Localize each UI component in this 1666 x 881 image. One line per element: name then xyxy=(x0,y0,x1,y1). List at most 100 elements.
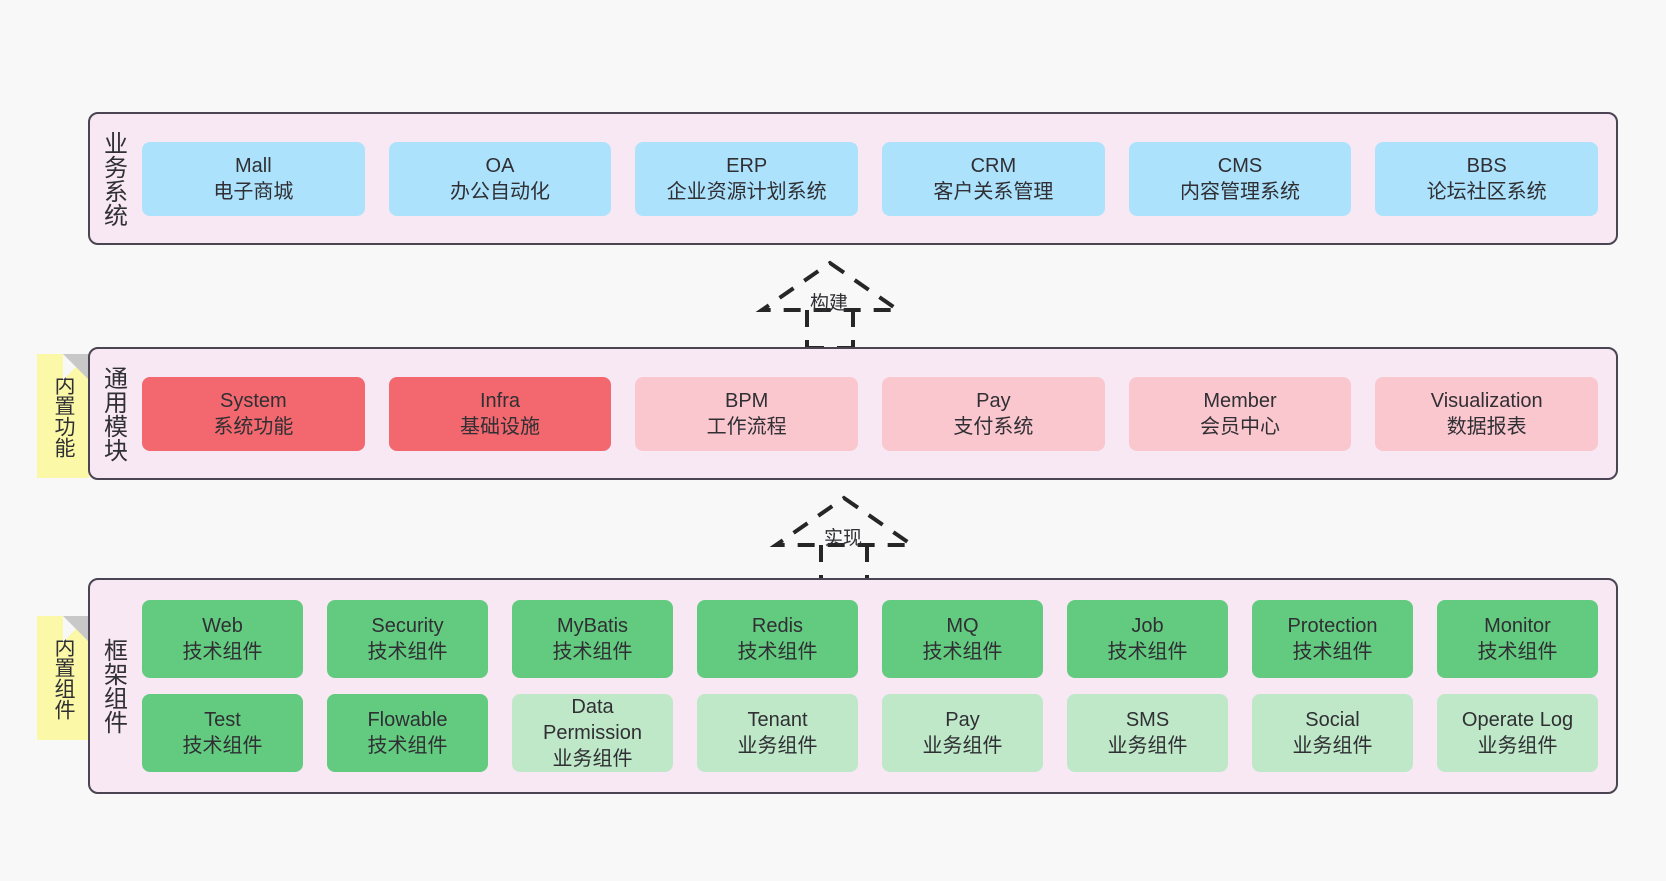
card-subtitle: 业务组件 xyxy=(737,735,818,757)
card-title: Data Permission xyxy=(543,696,642,744)
card-flowable[interactable]: Flowable 技术组件 xyxy=(327,694,488,772)
layer-body-business-system: Mall 电子商城 OA 办公自动化 ERP 企业资源计划系统 CRM 客户关系… xyxy=(134,114,1616,243)
card-social[interactable]: Social 业务组件 xyxy=(1252,694,1413,772)
card-mall[interactable]: Mall 电子商城 xyxy=(142,141,365,216)
card-subtitle: 业务组件 xyxy=(922,735,1003,757)
card-subtitle: 技术组件 xyxy=(922,641,1003,663)
card-title: Test xyxy=(204,709,241,731)
card-title: CRM xyxy=(970,154,1017,177)
card-title: System xyxy=(219,389,287,412)
card-title: Social xyxy=(1305,709,1360,731)
card-title: Pay xyxy=(976,389,1011,412)
card-web[interactable]: Web 技术组件 xyxy=(142,600,303,678)
layer-business-system: 业务系统 Mall 电子商城 OA 办公自动化 ERP 企业资源计划系统 CRM… xyxy=(88,112,1618,245)
sticky-note-builtin-feature: 内置功能 xyxy=(37,354,89,478)
card-title: Security xyxy=(371,615,444,637)
card-sms[interactable]: SMS 业务组件 xyxy=(1067,694,1228,772)
card-data-permission[interactable]: Data Permission 业务组件 xyxy=(512,694,673,772)
layer-label-business-system: 业务系统 xyxy=(99,130,127,227)
card-subtitle: 基础设施 xyxy=(460,415,540,438)
sticky-note-label: 内置功能 xyxy=(51,374,75,458)
card-oa[interactable]: OA 办公自动化 xyxy=(388,141,612,216)
connector-build: 构建 xyxy=(752,258,912,350)
layer-body-common-module: System 系统功能 Infra 基础设施 BPM 工作流程 Pay 支付系统… xyxy=(134,349,1616,478)
card-operate-log[interactable]: Operate Log 业务组件 xyxy=(1437,694,1598,772)
card-subtitle: 业务组件 xyxy=(1477,735,1558,757)
layer-label-framework-component: 框架组件 xyxy=(99,638,127,734)
card-title: Redis xyxy=(751,615,804,637)
card-cms[interactable]: CMS 内容管理系统 xyxy=(1128,141,1352,216)
card-mybatis[interactable]: MyBatis 技术组件 xyxy=(512,600,673,678)
card-redis[interactable]: Redis 技术组件 xyxy=(697,600,858,678)
card-bbs[interactable]: BBS 论坛社区系统 xyxy=(1375,141,1599,216)
card-subtitle: 电子商城 xyxy=(213,180,294,203)
layer-body-framework-component: Web 技术组件 Security 技术组件 MyBatis 技术组件 Redi… xyxy=(134,580,1616,792)
card-title: SMS xyxy=(1125,709,1170,731)
card-subtitle: 技术组件 xyxy=(552,641,633,663)
card-title: CMS xyxy=(1217,154,1263,177)
card-title: Monitor xyxy=(1484,615,1551,637)
card-infra[interactable]: Infra 基础设施 xyxy=(388,376,612,451)
layer-common-module: 通用模块 System 系统功能 Infra 基础设施 BPM 工作流程 Pay… xyxy=(88,347,1618,480)
card-subtitle: 技术组件 xyxy=(367,641,448,663)
card-row: Test 技术组件 Flowable 技术组件 Data Permission … xyxy=(142,694,1598,772)
card-subtitle: 技术组件 xyxy=(182,641,263,663)
card-subtitle: 系统功能 xyxy=(213,415,294,438)
card-title: Protection xyxy=(1287,615,1378,637)
card-crm[interactable]: CRM 客户关系管理 xyxy=(882,141,1105,216)
card-title: Job xyxy=(1131,615,1164,637)
card-mq[interactable]: MQ 技术组件 xyxy=(882,600,1043,678)
card-subtitle: 技术组件 xyxy=(737,641,818,663)
card-pay-component[interactable]: Pay 业务组件 xyxy=(882,694,1043,772)
card-title: Tenant xyxy=(747,709,808,731)
card-title: Mall xyxy=(235,154,272,177)
card-tenant[interactable]: Tenant 业务组件 xyxy=(697,694,858,772)
card-job[interactable]: Job 技术组件 xyxy=(1067,600,1228,678)
card-row: Mall 电子商城 OA 办公自动化 ERP 企业资源计划系统 CRM 客户关系… xyxy=(142,141,1599,216)
connector-build-label: 构建 xyxy=(810,293,849,314)
card-subtitle: 企业资源计划系统 xyxy=(666,180,827,203)
card-subtitle: 技术组件 xyxy=(367,735,448,757)
card-erp[interactable]: ERP 企业资源计划系统 xyxy=(635,141,859,216)
card-title: BPM xyxy=(725,389,769,412)
card-title: OA xyxy=(485,154,515,177)
layer-framework-component: 框架组件 Web 技术组件 Security 技术组件 MyBatis 技术组件… xyxy=(88,578,1618,794)
card-bpm[interactable]: BPM 工作流程 xyxy=(635,376,859,451)
card-subtitle: 会员中心 xyxy=(1200,415,1281,438)
card-title: Infra xyxy=(479,389,521,412)
card-title: BBS xyxy=(1466,154,1507,177)
card-subtitle: 办公自动化 xyxy=(450,180,550,203)
card-title: Flowable xyxy=(367,709,448,731)
card-row: System 系统功能 Infra 基础设施 BPM 工作流程 Pay 支付系统… xyxy=(142,376,1599,451)
card-subtitle: 业务组件 xyxy=(1107,735,1188,757)
card-subtitle: 论坛社区系统 xyxy=(1426,180,1547,203)
card-subtitle: 支付系统 xyxy=(953,415,1034,438)
connector-implement-label: 实现 xyxy=(824,528,863,549)
card-visualization[interactable]: Visualization 数据报表 xyxy=(1375,376,1599,451)
card-test[interactable]: Test 技术组件 xyxy=(142,694,303,772)
card-title: Visualization xyxy=(1430,389,1543,412)
card-subtitle: 技术组件 xyxy=(1477,641,1558,663)
card-pay-module[interactable]: Pay 支付系统 xyxy=(882,376,1105,451)
card-subtitle: 客户关系管理 xyxy=(933,180,1054,203)
card-security[interactable]: Security 技术组件 xyxy=(327,600,488,678)
card-subtitle: 技术组件 xyxy=(182,735,263,757)
layer-label-common-module: 通用模块 xyxy=(99,365,127,462)
card-subtitle: 业务组件 xyxy=(552,748,633,770)
card-monitor[interactable]: Monitor 技术组件 xyxy=(1437,600,1598,678)
card-subtitle: 内容管理系统 xyxy=(1180,180,1301,203)
card-title: Member xyxy=(1203,389,1277,412)
card-subtitle: 数据报表 xyxy=(1446,415,1527,438)
card-subtitle: 工作流程 xyxy=(706,415,787,438)
card-title: Operate Log xyxy=(1461,709,1574,731)
card-subtitle: 业务组件 xyxy=(1292,735,1373,757)
card-title: ERP xyxy=(726,154,768,177)
card-subtitle: 技术组件 xyxy=(1292,641,1373,663)
card-protection[interactable]: Protection 技术组件 xyxy=(1252,600,1413,678)
card-member[interactable]: Member 会员中心 xyxy=(1128,376,1352,451)
connector-implement: 实现 xyxy=(766,493,926,585)
card-title: Web xyxy=(202,615,243,637)
card-system[interactable]: System 系统功能 xyxy=(142,376,365,451)
sticky-note-builtin-component: 内置组件 xyxy=(37,616,89,740)
